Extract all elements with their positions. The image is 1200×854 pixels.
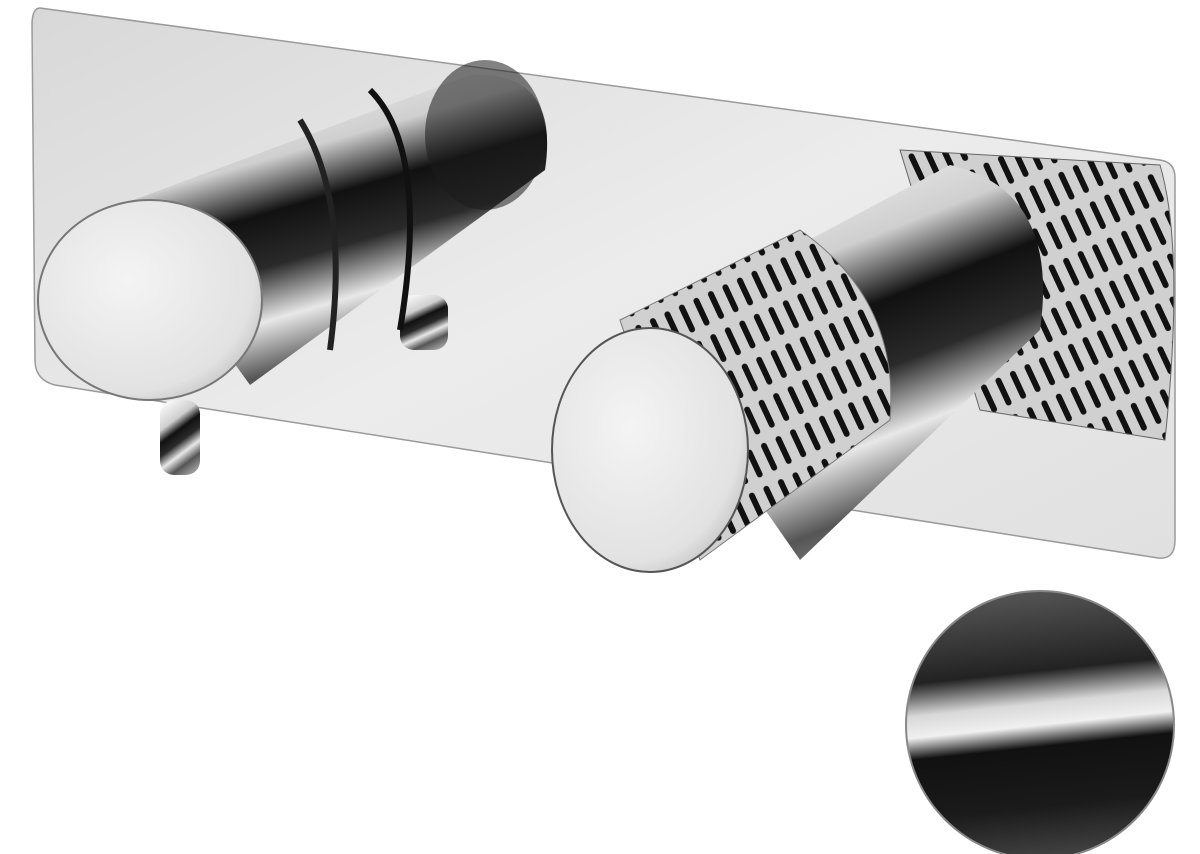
left-handle-cap bbox=[37, 199, 263, 401]
left-spout-stem bbox=[160, 400, 200, 475]
right-handle bbox=[551, 149, 1175, 573]
right-handle-cap bbox=[551, 327, 749, 573]
finish-swatch bbox=[893, 578, 1187, 854]
left-handle bbox=[37, 60, 548, 475]
left-rear-stem bbox=[400, 295, 448, 350]
